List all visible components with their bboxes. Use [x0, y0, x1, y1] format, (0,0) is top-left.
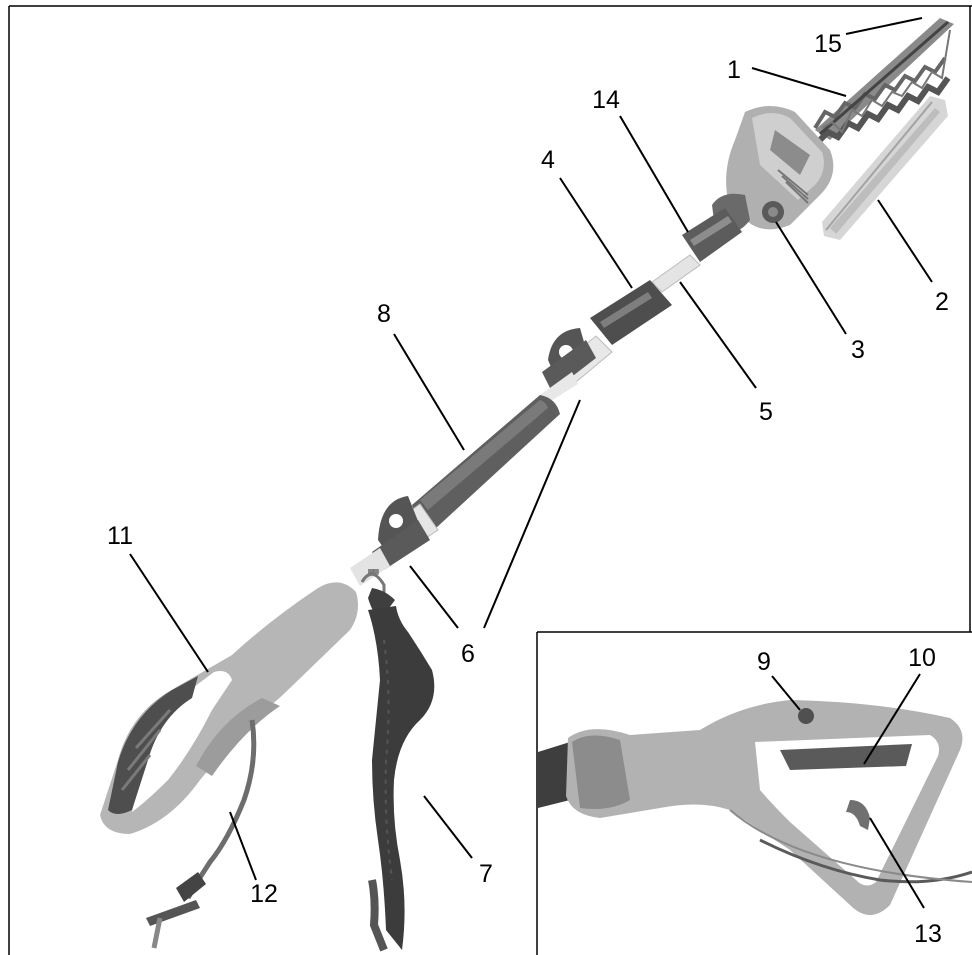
- shoulder-strap: [362, 574, 434, 950]
- leader-line-7: [424, 796, 472, 858]
- leader-line-4: [560, 178, 632, 288]
- inset-detail-box: [537, 632, 972, 955]
- callout-12: 12: [250, 880, 278, 908]
- foam-grip: [412, 395, 560, 528]
- leader-line-12: [230, 812, 256, 880]
- callout-2: 2: [935, 288, 949, 316]
- leader-line-6a: [410, 566, 458, 628]
- upper-shaft: [652, 255, 700, 292]
- leader-line-8: [394, 334, 464, 450]
- rear-handle: [100, 582, 358, 834]
- callout-9: 9: [757, 648, 771, 676]
- callout-11: 11: [107, 522, 133, 550]
- callout-4: 4: [541, 146, 555, 174]
- inset-handle-illustration: [538, 700, 972, 915]
- leader-line-1: [752, 68, 846, 96]
- callout-3: 3: [851, 336, 865, 364]
- leader-line-15: [846, 18, 922, 34]
- leader-line-11: [130, 554, 208, 672]
- callout-1: 1: [727, 56, 741, 84]
- leader-line-2: [878, 200, 932, 282]
- callout-6: 6: [461, 640, 475, 668]
- callout-10: 10: [908, 644, 936, 672]
- callout-5: 5: [759, 398, 773, 426]
- callout-8: 8: [377, 300, 391, 328]
- leader-line-14: [620, 116, 688, 232]
- callout-13: 13: [914, 920, 942, 948]
- callout-7: 7: [479, 860, 493, 888]
- callout-15: 15: [814, 30, 842, 58]
- leader-line-5: [680, 282, 756, 388]
- callout-14: 14: [592, 86, 620, 114]
